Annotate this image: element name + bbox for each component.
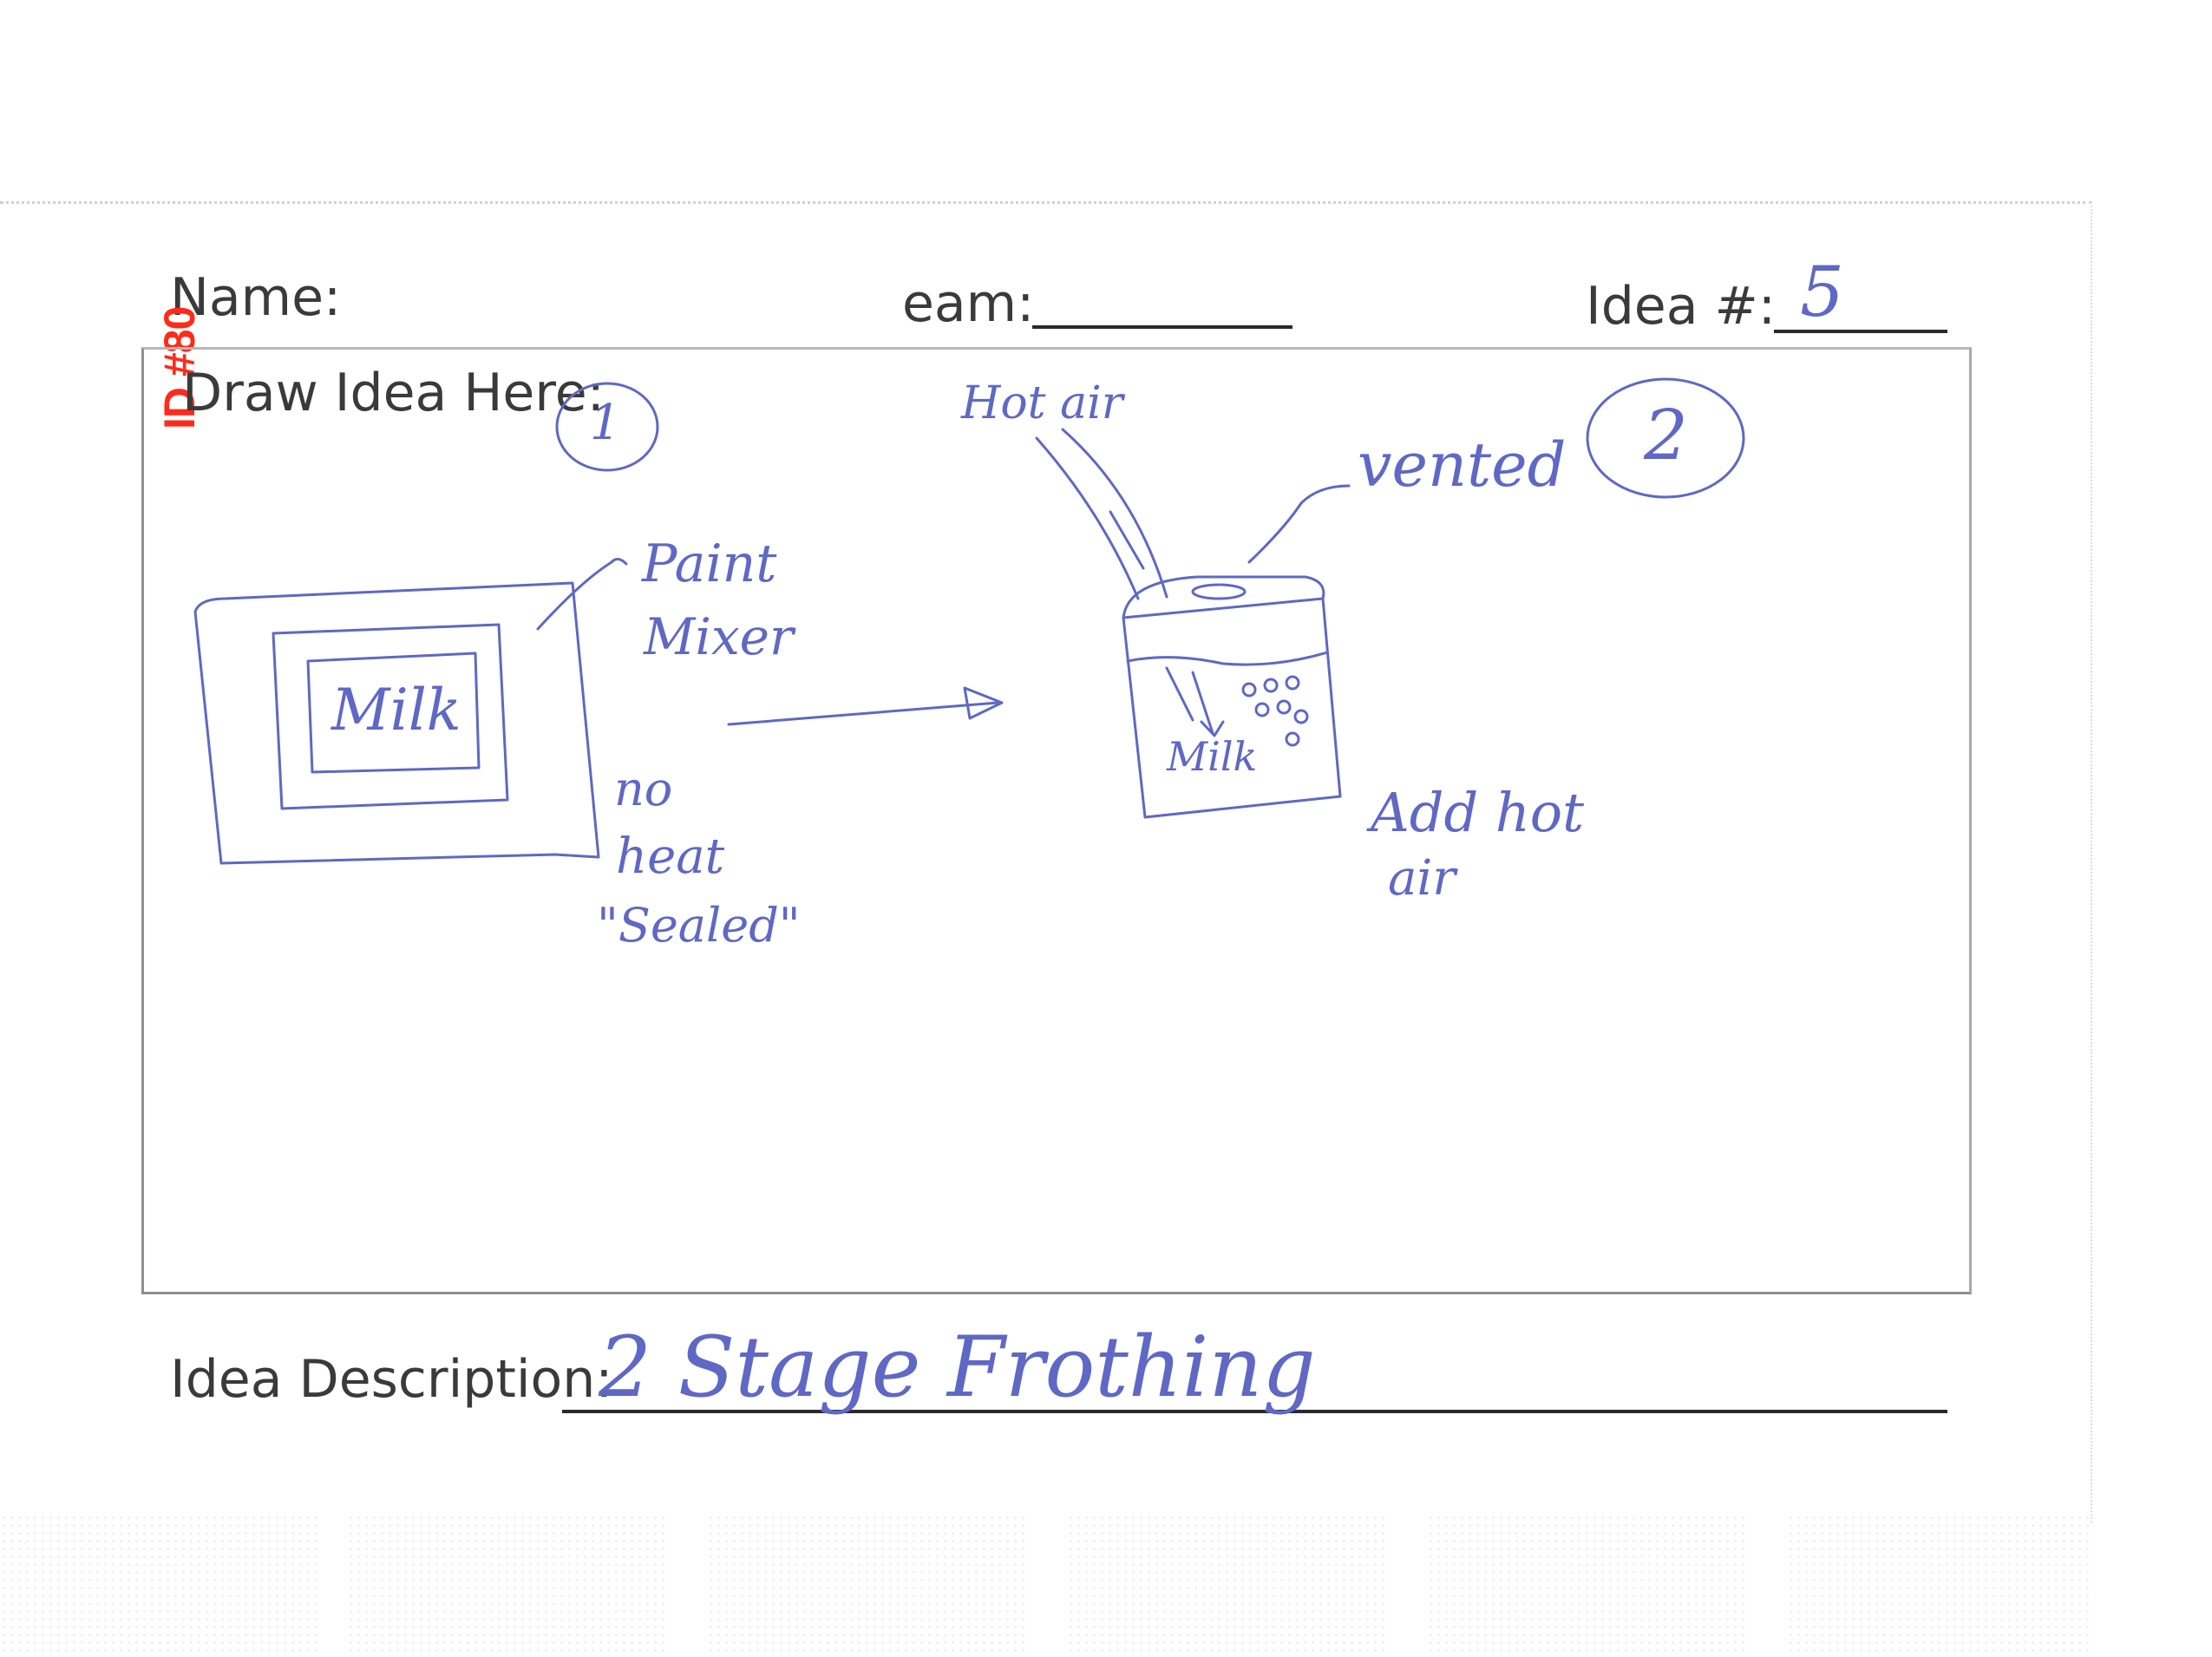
air-arrow-1 xyxy=(1165,666,1194,722)
bubble xyxy=(1241,682,1257,698)
bubble xyxy=(1285,731,1300,747)
stage-arrow xyxy=(727,701,999,726)
description-value: 2 Stage Frothing xyxy=(599,1319,1316,1416)
scan-noise xyxy=(1427,1514,1748,1653)
team-label: eam: xyxy=(902,273,1035,334)
mixer-label: Mixer xyxy=(644,607,794,666)
stage-arrow-head xyxy=(963,686,1004,720)
paint-mixer-leader xyxy=(536,558,628,631)
bubble xyxy=(1293,709,1309,724)
air-arrow-2 xyxy=(1191,671,1225,737)
sketch-1-number-circle xyxy=(555,382,659,472)
torn-area xyxy=(343,204,898,351)
add-hot-label: Add hot xyxy=(1371,781,1585,844)
container-lid xyxy=(1122,575,1325,619)
sketch-1-number: 1 xyxy=(590,395,621,451)
idea-number-field[interactable] xyxy=(1774,279,1947,333)
vented-label: vented xyxy=(1358,429,1567,501)
milk-inner-box xyxy=(306,652,481,774)
bubble xyxy=(1254,702,1270,717)
page-edge xyxy=(0,201,2092,1523)
draw-label: Draw Idea Here: xyxy=(182,363,605,423)
mixer-outer-box xyxy=(193,581,600,865)
milk-label-1: Milk xyxy=(331,677,461,743)
air-label: air xyxy=(1388,850,1456,907)
bubble xyxy=(1285,675,1300,691)
container-body xyxy=(1122,597,1342,819)
bubble xyxy=(1263,678,1279,693)
vented-leader xyxy=(1247,484,1351,564)
scan-noise xyxy=(347,1514,668,1653)
hot-air-label: Hot air xyxy=(961,377,1123,429)
no-label: no xyxy=(614,762,673,816)
heat-label: heat xyxy=(616,828,725,885)
bubble xyxy=(1276,699,1292,715)
scan-noise xyxy=(1787,1514,2091,1653)
scan-noise xyxy=(707,1514,1028,1653)
scan-noise xyxy=(1067,1514,1388,1653)
idea-number-label: Idea #: xyxy=(1586,276,1777,337)
hot-air-tube-left xyxy=(1035,436,1140,600)
hot-air-flow xyxy=(1109,510,1145,570)
idea-number-value: 5 xyxy=(1800,252,1844,332)
description-label: Idea Description: xyxy=(170,1349,613,1410)
sketch-2-number-circle xyxy=(1586,377,1745,499)
hot-air-tube-right xyxy=(1061,428,1168,599)
lid-vent xyxy=(1191,583,1247,600)
scan-noise xyxy=(0,1514,321,1653)
paint-label: Paint xyxy=(642,534,777,594)
team-field[interactable] xyxy=(1032,278,1293,329)
drawing-area[interactable] xyxy=(141,347,1972,1294)
milk-label-2: Milk xyxy=(1167,733,1258,780)
liquid-line xyxy=(1126,651,1329,666)
name-label: Name: xyxy=(170,267,342,328)
sealed-label: "Sealed" xyxy=(597,898,801,953)
mixer-middle-box xyxy=(272,623,509,810)
description-field[interactable] xyxy=(562,1358,1947,1413)
sketch-2-number: 2 xyxy=(1644,395,1688,475)
